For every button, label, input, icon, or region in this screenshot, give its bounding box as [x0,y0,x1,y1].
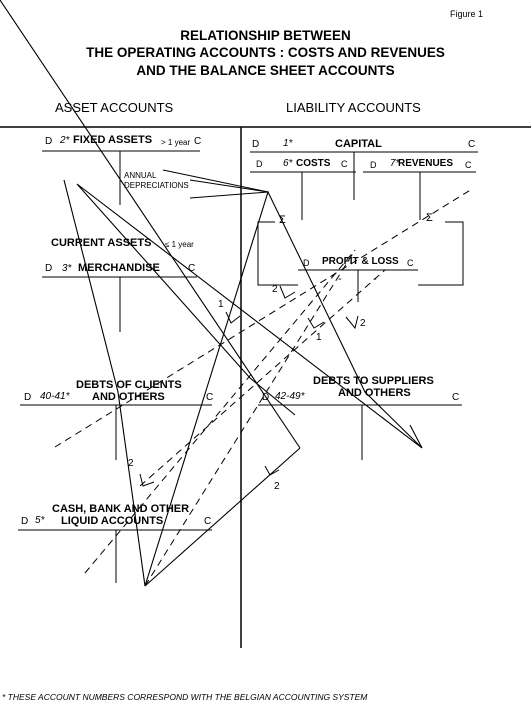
profit-loss-label: PROFIT & LOSS [322,256,399,267]
merchandise-number: 3* [62,263,72,274]
step-label-2-center: 2 [360,318,366,329]
revenues-credit: C [465,160,472,170]
debts-clients-credit: C [206,392,214,403]
t-account-capital [250,151,478,200]
debts-suppliers-debit: D [262,392,270,403]
sigma-revenues: Σ [426,212,433,224]
fixed-assets-note: > 1 year [161,138,191,147]
fixed-assets-number: 2* [60,135,70,146]
revenues-number: 7* [390,158,400,169]
cash-line-1: CASH, BANK AND OTHER [52,503,190,515]
title-line-3: AND THE BALANCE SHEET ACCOUNTS [136,63,395,78]
capital-label: CAPITAL [335,138,382,150]
step-label-2-clients: 2 [128,458,134,469]
t-account-revenues [363,171,476,220]
debts-suppliers-credit: C [452,392,460,403]
cash-credit: C [204,516,212,527]
t-account-cash [18,529,212,583]
current-assets-note: ≤ 1 year [165,240,194,249]
capital-debit: D [252,139,260,150]
t-account-costs [250,171,356,220]
t-account-debts-clients [20,404,212,460]
fixed-assets-label: FIXED ASSETS [73,134,153,146]
merchandise-label: MERCHANDISE [78,262,160,274]
t-account-merchandise [42,276,197,332]
depreciation-lines [162,169,269,199]
debts-clients-line-2: AND OTHERS [92,391,165,403]
cash-line-2: LIQUID ACCOUNTS [61,515,164,527]
debts-suppliers-line-1: DEBTS TO SUPPLIERS [313,375,434,387]
step-label-2-pl: 2 [272,284,278,295]
cash-debit: D [21,516,29,527]
revenues-debit: D [370,160,377,170]
profit-loss-debit: D [303,258,310,268]
title-line-2: THE OPERATING ACCOUNTS : COSTS AND REVEN… [86,45,445,60]
transaction-cycle-solid [0,0,423,587]
step-label-2-suppliers: 2 [274,481,280,492]
costs-debit: D [256,159,263,169]
step-label-1-left: 1 [218,299,224,310]
fixed-assets-debit: D [45,136,53,147]
debts-clients-line-1: DEBTS OF CLIENTS [76,379,182,391]
revenues-label: REVENUES [398,158,454,169]
t-account-fixed-assets [42,150,200,205]
direction-arrows [139,285,359,487]
merchandise-credit: C [188,263,196,274]
merchandise-debit: D [45,263,53,274]
current-assets-label: CURRENT ASSETS [51,237,152,249]
fixed-assets-credit: C [194,136,202,147]
profit-loss-credit: C [407,258,414,268]
debts-suppliers-number: 42-49* [275,391,305,402]
debts-suppliers-line-2: AND OTHERS [338,387,411,399]
costs-credit: C [341,159,348,169]
figure-label: Figure 1 [450,9,484,19]
capital-credit: C [468,139,476,150]
costs-label: COSTS [296,158,331,169]
t-account-debts-suppliers [258,404,462,460]
costs-number: 6* [283,158,293,169]
debts-clients-debit: D [24,392,32,403]
title-line-1: RELATIONSHIP BETWEEN [180,28,351,43]
capital-number: 1* [283,138,293,149]
annual-depreciations-line-2: DEPRECIATIONS [124,181,189,190]
cash-number: 5* [35,515,45,526]
transaction-lines-dashed [54,188,473,587]
annual-depreciations-line-1: ANNUAL [124,171,157,180]
profit-loss-minus-left: - [338,273,342,285]
liability-accounts-heading: LIABILITY ACCOUNTS [286,100,421,115]
debts-clients-number: 40-41* [40,391,70,402]
asset-accounts-heading: ASSET ACCOUNTS [55,100,174,115]
sigma-costs: Σ [279,214,286,226]
profit-loss-minus-right: - [373,273,377,285]
footnote: * THESE ACCOUNT NUMBERS CORRESPOND WITH … [2,692,368,702]
step-label-1-center: 1 [316,332,322,343]
t-account-profit-loss [298,269,418,302]
sigma-closing-bracket [257,221,464,286]
